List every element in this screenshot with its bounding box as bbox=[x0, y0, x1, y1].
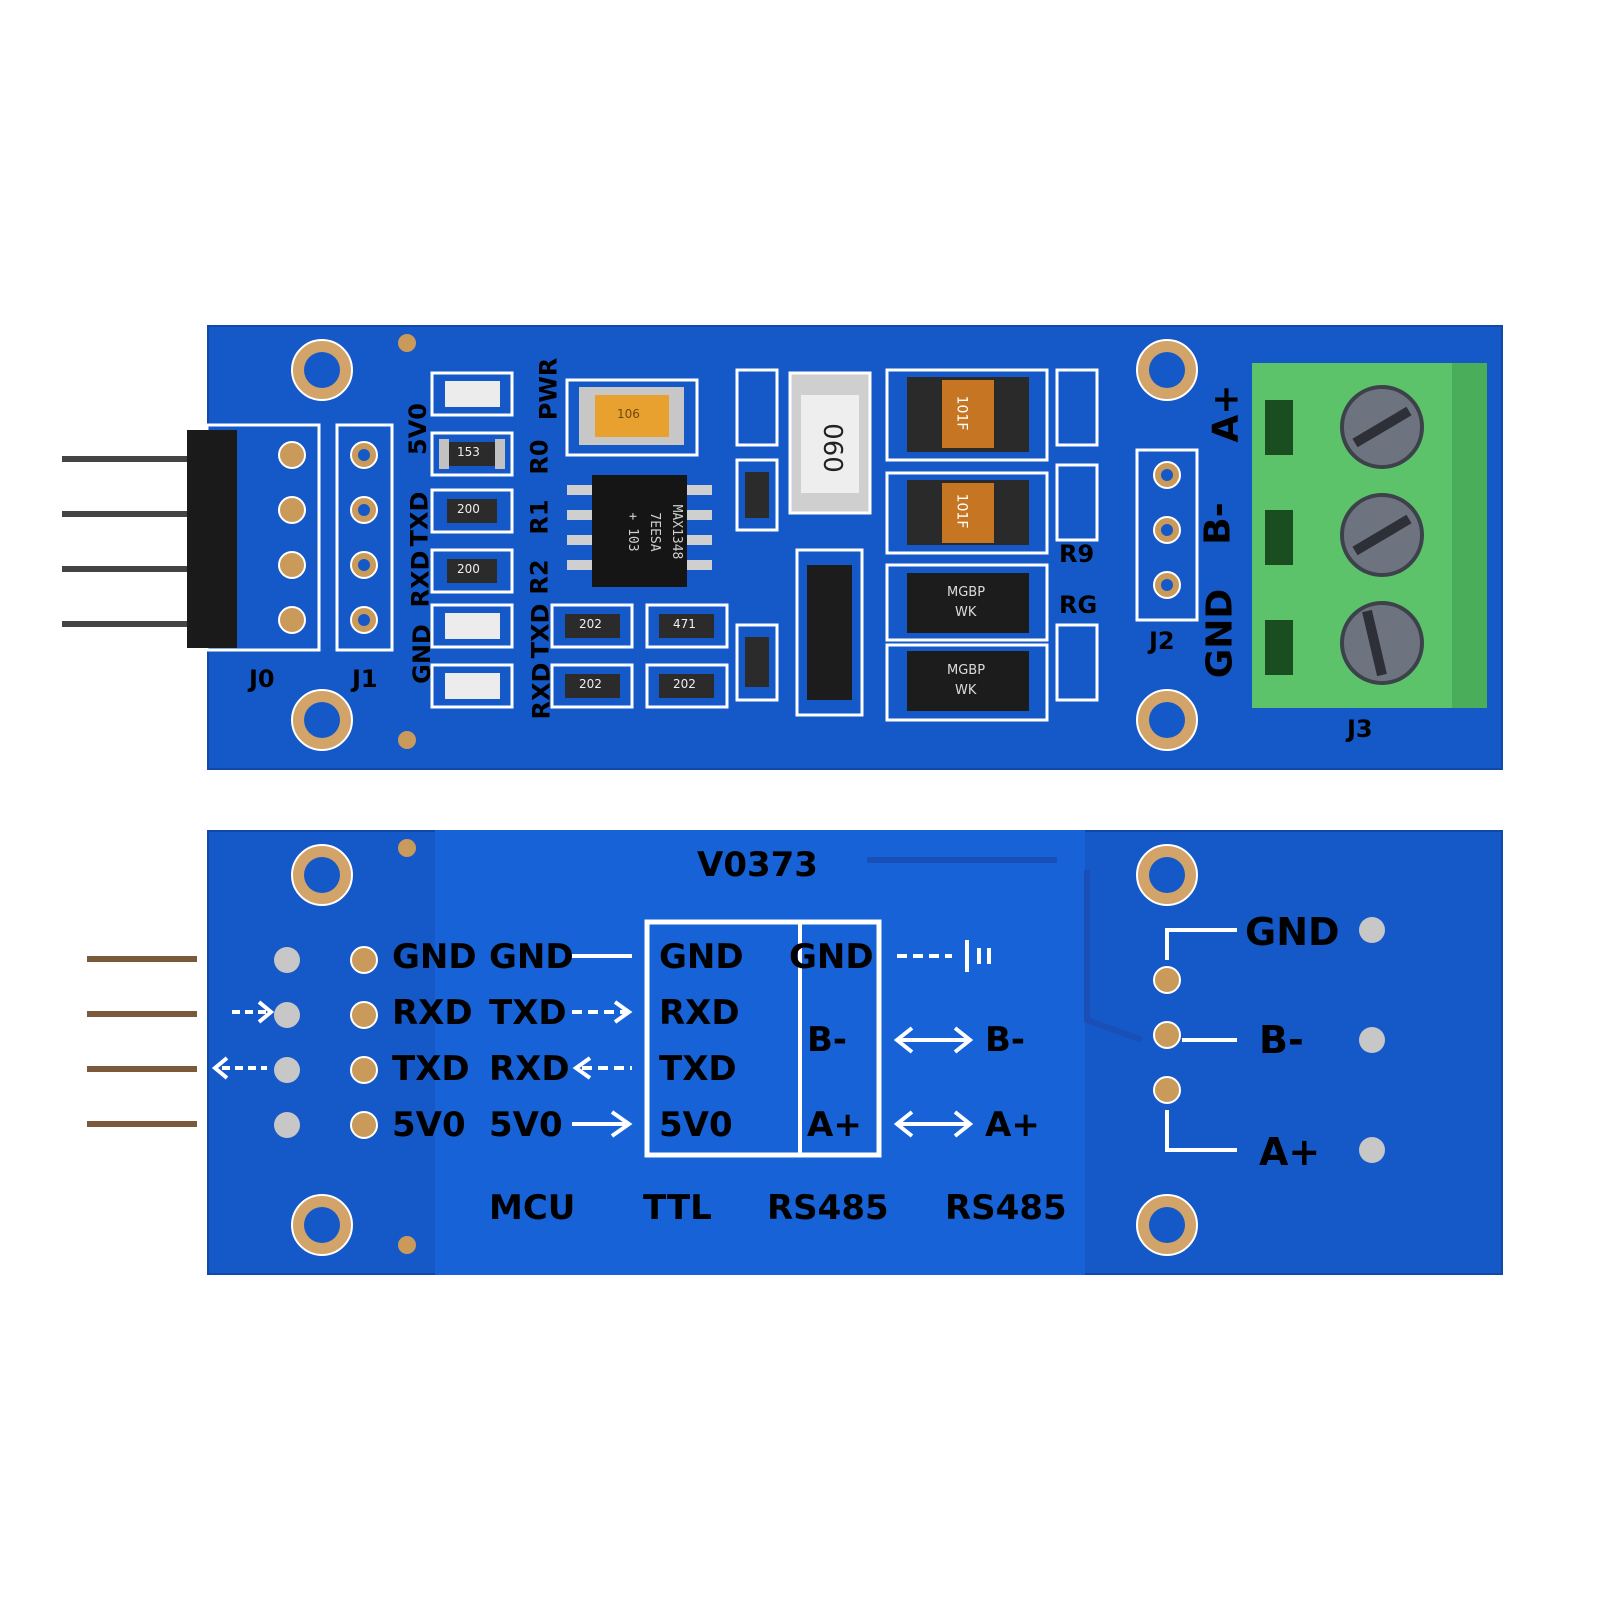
resistor-marking: 200 bbox=[457, 562, 480, 576]
capacitor-marking: 106 bbox=[617, 407, 640, 421]
terminal-label: GND bbox=[1199, 588, 1241, 679]
diode-marking: WK bbox=[955, 605, 977, 620]
rs485-label: A+ bbox=[807, 1105, 862, 1145]
screw-icon bbox=[1340, 601, 1424, 685]
bus-label: B- bbox=[985, 1020, 1026, 1060]
footer-label: TTL bbox=[643, 1188, 712, 1228]
pcb-bottom-artwork bbox=[211, 830, 1385, 1275]
connector-label: RG bbox=[1059, 591, 1098, 619]
footer-label: RS485 bbox=[767, 1188, 889, 1228]
chip-line: + 103 bbox=[625, 512, 640, 552]
resistor-marking: 202 bbox=[579, 617, 602, 631]
inductor-marking: 060 bbox=[816, 423, 847, 473]
terminal-label: GND bbox=[1245, 910, 1340, 954]
pcb-top-side: MAX1348 7EESA + 103 106 060 101F 101F MG… bbox=[62, 325, 1503, 770]
side-label: RXD bbox=[527, 662, 556, 720]
ttl-label: TXD bbox=[659, 1049, 737, 1089]
side-label: RXD bbox=[406, 550, 435, 608]
rs485-label: B- bbox=[807, 1020, 848, 1060]
resistor-marking: 202 bbox=[579, 677, 602, 691]
side-label: 5V0 bbox=[403, 403, 432, 455]
resistor-marking: 153 bbox=[457, 445, 480, 459]
mcu-label: GND bbox=[489, 937, 574, 977]
tvs-marking: 101F bbox=[953, 493, 970, 529]
pcb-bottom-side: V0373 GND RXD TXD 5V0 GND TXD RXD 5V0 GN… bbox=[87, 830, 1503, 1275]
board-id: V0373 bbox=[697, 845, 818, 885]
resistor-marking: 471 bbox=[673, 617, 696, 631]
side-label: R2 bbox=[525, 559, 554, 595]
connector-label: J0 bbox=[249, 665, 275, 693]
side-label: R0 bbox=[525, 439, 554, 475]
footer-label: RS485 bbox=[945, 1188, 1067, 1228]
diode-marking: WK bbox=[955, 683, 977, 698]
mcu-label: 5V0 bbox=[489, 1105, 563, 1145]
chip-line: MAX1348 bbox=[669, 504, 684, 560]
diode-marking: MGBP bbox=[947, 663, 986, 678]
terminal-label: B- bbox=[1197, 502, 1239, 545]
pin-label: RXD bbox=[392, 993, 473, 1033]
chip-line: 7EESA bbox=[647, 512, 662, 552]
ttl-label: 5V0 bbox=[659, 1105, 733, 1145]
diode-marking: MGBP bbox=[947, 585, 986, 600]
pin-label: 5V0 bbox=[392, 1105, 466, 1145]
mcu-label: RXD bbox=[489, 1049, 570, 1089]
rs485-label: GND bbox=[789, 937, 874, 977]
side-label: TXD bbox=[526, 603, 555, 659]
terminal-label: B- bbox=[1259, 1018, 1304, 1062]
chip-marking: MAX1348 7EESA + 103 bbox=[621, 487, 687, 577]
connector-label: J3 bbox=[1347, 715, 1373, 743]
side-label: GND bbox=[407, 624, 436, 684]
pin-label: TXD bbox=[392, 1049, 470, 1089]
header-pins bbox=[62, 430, 237, 650]
mcu-label: TXD bbox=[489, 993, 567, 1033]
side-label: R1 bbox=[525, 499, 554, 535]
side-label: TXD bbox=[405, 491, 434, 547]
side-label: PWR bbox=[534, 357, 563, 421]
connector-label: J1 bbox=[352, 665, 378, 693]
terminal-label: A+ bbox=[1205, 384, 1247, 443]
bus-label: A+ bbox=[985, 1105, 1040, 1145]
resistor-marking: 200 bbox=[457, 502, 480, 516]
pcb-top-artwork bbox=[207, 334, 1487, 751]
tvs-marking: 101F bbox=[953, 395, 970, 431]
pin-label: GND bbox=[392, 937, 477, 977]
resistor-marking: 202 bbox=[673, 677, 696, 691]
ttl-label: RXD bbox=[659, 993, 740, 1033]
connector-label: R9 bbox=[1059, 540, 1095, 568]
footer-label: MCU bbox=[489, 1188, 576, 1228]
connector-label: J2 bbox=[1149, 627, 1175, 655]
header-pins-bottom bbox=[87, 950, 207, 1140]
ttl-label: GND bbox=[659, 937, 744, 977]
terminal-label: A+ bbox=[1259, 1130, 1321, 1174]
